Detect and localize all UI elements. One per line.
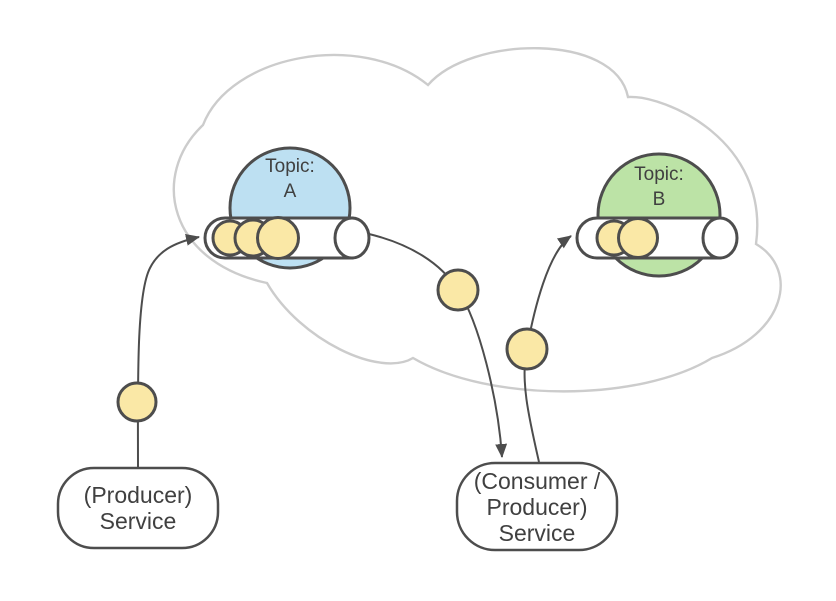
message-circle	[436, 268, 480, 312]
producer-service-box	[56, 466, 220, 550]
message-circle	[505, 327, 549, 371]
topic-a-label-line1: Topic:	[265, 156, 315, 177]
service-labels: (Producer) Service (Consumer / Producer)…	[84, 468, 601, 546]
consumer-service-box	[455, 461, 619, 552]
topic-b-label-line1: Topic:	[634, 164, 684, 185]
consumer-service-label-line3: Service	[499, 520, 576, 546]
inflight-messages	[116, 268, 549, 423]
message-circle	[617, 217, 659, 259]
consumer-service-label-line2: Producer)	[487, 494, 588, 520]
queue-b-opening	[701, 216, 739, 260]
service-nodes	[56, 461, 619, 552]
queue-b	[575, 216, 739, 260]
producer-service-label-line1: (Producer)	[84, 482, 193, 508]
cloud-outline	[172, 47, 782, 393]
topic-a-label-line2: A	[284, 181, 297, 202]
message-circle	[256, 216, 300, 260]
queue-a	[203, 216, 371, 260]
consumer-service-label-line1: (Consumer /	[474, 468, 601, 494]
queue-a-opening	[333, 216, 371, 260]
arrow-producer-to-topic-a	[136, 233, 200, 469]
producer-service-label-line2: Service	[100, 508, 177, 534]
topic-labels: Topic: A Topic: B	[265, 156, 684, 210]
topic-b-label-line2: B	[653, 189, 666, 210]
message-circle	[116, 381, 158, 423]
